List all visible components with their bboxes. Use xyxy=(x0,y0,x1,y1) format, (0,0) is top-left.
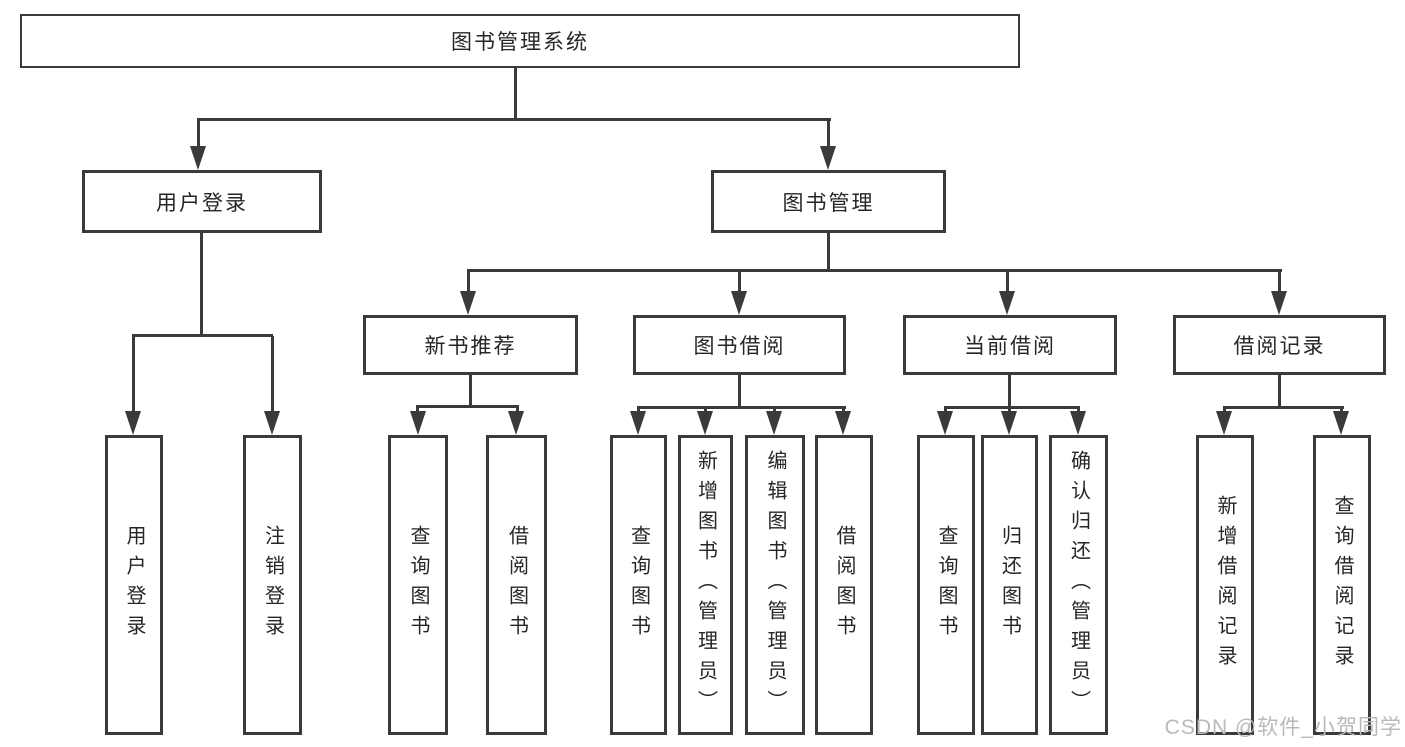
node-book-borrowing: 图书借阅 xyxy=(633,315,846,375)
leaf-logout-label: 注销登录 xyxy=(261,525,284,645)
leaf-user-login-label: 用户登录 xyxy=(123,525,145,645)
connector-bus-drop-3 xyxy=(1006,272,1009,293)
connector-bb-drop-1 xyxy=(637,408,640,413)
leaf-nbr-query-books-label: 查询图书 xyxy=(407,525,429,645)
csdn-watermark: CSDN @软件_小贺同学 xyxy=(1164,716,1402,739)
leaf-br-add-record-label: 新增借阅记录 xyxy=(1214,495,1236,675)
arrowhead-down-icon xyxy=(766,411,782,435)
arrowhead-down-icon xyxy=(508,411,524,435)
node-book-management: 图书管理 xyxy=(711,170,946,233)
connector-bookmgmt-stem xyxy=(827,233,830,272)
connector-br-drop-1 xyxy=(1223,408,1226,413)
connector-cb-stem xyxy=(1008,375,1011,409)
arrowhead-down-icon xyxy=(410,411,426,435)
connector-br-branch xyxy=(1223,406,1344,409)
arrowhead-down-icon xyxy=(1271,291,1287,315)
arrowhead-down-icon xyxy=(820,146,836,170)
connector-bb-branch xyxy=(637,406,846,409)
node-current-borrowing: 当前借阅 xyxy=(903,315,1117,375)
connector-br-stem xyxy=(1278,375,1281,409)
leaf-br-add-record: 新增借阅记录 xyxy=(1196,435,1254,735)
arrowhead-down-icon xyxy=(1001,411,1017,435)
node-borrow-records-label: 借阅记录 xyxy=(1233,335,1326,358)
arrowhead-down-icon xyxy=(999,291,1015,315)
node-book-borrowing-label: 图书借阅 xyxy=(693,335,786,358)
leaf-bb-edit-books-admin-label: 编辑图书（管理员） xyxy=(764,450,786,720)
leaf-cb-confirm-return-admin: 确认归还（管理员） xyxy=(1049,435,1108,735)
connector-nbr-drop-1 xyxy=(416,407,419,413)
leaf-cb-query-books: 查询图书 xyxy=(917,435,975,735)
leaf-bb-borrow-books: 借阅图书 xyxy=(815,435,873,735)
arrowhead-down-icon xyxy=(125,411,141,435)
leaf-bb-borrow-books-label: 借阅图书 xyxy=(833,525,855,645)
node-current-borrowing-label: 当前借阅 xyxy=(964,335,1056,358)
node-root-label: 图书管理系统 xyxy=(451,31,589,54)
arrowhead-down-icon xyxy=(630,411,646,435)
leaf-br-query-record: 查询借阅记录 xyxy=(1313,435,1371,735)
arrowhead-down-icon xyxy=(731,291,747,315)
node-book-management-label: 图书管理 xyxy=(782,191,875,215)
arrowhead-down-icon xyxy=(835,411,851,435)
connector-bb-drop-3 xyxy=(773,408,776,413)
connector-root-drop-left xyxy=(197,120,200,148)
leaf-logout: 注销登录 xyxy=(243,435,302,735)
connector-bb-drop-2 xyxy=(704,408,707,413)
leaf-br-query-record-label: 查询借阅记录 xyxy=(1331,495,1353,675)
connector-bus-drop-2 xyxy=(738,272,741,293)
leaf-bb-add-books-admin: 新增图书（管理员） xyxy=(678,435,733,735)
leaf-nbr-borrow-books-label: 借阅图书 xyxy=(505,525,528,645)
arrowhead-down-icon xyxy=(190,146,206,170)
node-user-login: 用户登录 xyxy=(82,170,322,233)
connector-nbr-stem xyxy=(469,375,472,408)
arrowhead-down-icon xyxy=(937,411,953,435)
connector-root-branch xyxy=(197,118,831,121)
leaf-user-login: 用户登录 xyxy=(105,435,163,735)
connector-root-drop-right xyxy=(827,120,830,148)
leaf-nbr-borrow-books: 借阅图书 xyxy=(486,435,547,735)
leaf-cb-query-books-label: 查询图书 xyxy=(935,525,957,645)
leaf-bb-query-books: 查询图书 xyxy=(610,435,667,735)
connector-nbr-branch xyxy=(416,405,519,408)
connector-userlogin-branch xyxy=(132,334,273,337)
leaf-cb-return-books: 归还图书 xyxy=(981,435,1038,735)
arrowhead-down-icon xyxy=(1070,411,1086,435)
leaf-cb-return-books-label: 归还图书 xyxy=(998,525,1021,645)
connector-br-drop-2 xyxy=(1340,408,1343,413)
leaf-cb-confirm-return-admin-label: 确认归还（管理员） xyxy=(1067,450,1090,720)
node-user-login-label: 用户登录 xyxy=(156,191,248,215)
connector-userlogin-stem xyxy=(200,233,203,336)
node-new-book-recommend-label: 新书推荐 xyxy=(424,335,517,358)
connector-cb-drop-1 xyxy=(944,408,947,413)
leaf-bb-edit-books-admin: 编辑图书（管理员） xyxy=(745,435,805,735)
connector-bookmgmt-bus xyxy=(467,269,1282,272)
leaf-nbr-query-books: 查询图书 xyxy=(388,435,448,735)
arrowhead-down-icon xyxy=(264,411,280,435)
connector-bb-stem xyxy=(738,375,741,409)
arrowhead-down-icon xyxy=(1216,411,1232,435)
node-new-book-recommend: 新书推荐 xyxy=(363,315,578,375)
node-borrow-records: 借阅记录 xyxy=(1173,315,1386,375)
connector-userlogin-drop-2 xyxy=(271,336,274,413)
connector-cb-drop-3 xyxy=(1077,408,1080,413)
connector-root-stem xyxy=(514,68,517,121)
connector-bus-drop-4 xyxy=(1278,272,1281,293)
leaf-bb-query-books-label: 查询图书 xyxy=(627,525,650,645)
node-root: 图书管理系统 xyxy=(20,14,1020,68)
connector-bb-drop-4 xyxy=(842,408,845,413)
connector-userlogin-drop-1 xyxy=(132,336,135,413)
connector-bus-drop-1 xyxy=(467,272,470,293)
arrowhead-down-icon xyxy=(697,411,713,435)
leaf-bb-add-books-admin-label: 新增图书（管理员） xyxy=(694,450,717,720)
arrowhead-down-icon xyxy=(1333,411,1349,435)
connector-cb-branch xyxy=(944,406,1080,409)
connector-cb-drop-2 xyxy=(1008,408,1011,413)
arrowhead-down-icon xyxy=(460,291,476,315)
connector-nbr-drop-2 xyxy=(516,407,519,413)
